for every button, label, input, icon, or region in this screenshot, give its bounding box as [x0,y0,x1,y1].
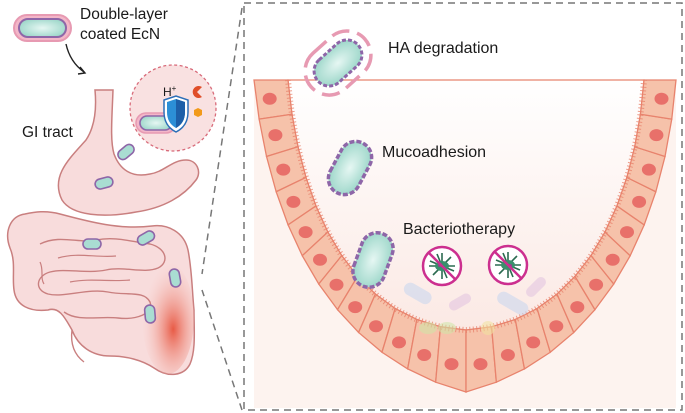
cell-nucleus [417,349,432,361]
proton-label: H+ [163,84,176,99]
cell-nucleus [329,278,344,291]
cell-nucleus [605,253,620,266]
zoom-line-bottom [201,289,243,411]
pacman-icon [192,86,202,98]
cell-nucleus [369,320,383,333]
cell-nucleus [268,129,283,142]
cell-nucleus [500,349,515,361]
cell-nucleus [649,129,664,142]
zoom-line-top [201,7,243,275]
bacteriotherapy-bacterium [351,230,395,290]
commensal-microbes [403,277,546,335]
shield-icon [163,95,189,133]
cell-nucleus [632,195,647,208]
cell-nucleus [348,301,363,314]
cell-nucleus [286,195,301,208]
cell-nucleus [392,336,406,349]
cell-nucleus [589,278,604,291]
hexagon-icon [194,108,202,117]
cell-nucleus [444,358,459,371]
cell-nucleus [654,92,669,105]
arrow-head [77,66,87,75]
tract-bacteria [82,143,182,324]
cell-nucleus [620,226,634,239]
prohibition-icon [421,245,463,287]
gi-tract-label: GI tract [22,124,73,141]
cell-nucleus [570,301,585,314]
detail-frame [243,2,683,411]
epithelium [253,79,677,408]
cell-layer [253,79,677,393]
bacteriotherapy-label: Bacteriotherapy [403,221,516,238]
cell-nucleus [549,320,564,333]
legend-line-1: Double-layer [80,6,168,23]
prohibition-icon [487,244,529,286]
cell-nucleus [526,336,541,349]
cell-nucleus [473,358,488,371]
arrow-icon [65,43,85,73]
gi-tract [6,89,200,376]
legend-label: Double-layer coated EcN [80,5,168,45]
legend-coated-bacterium [13,14,72,42]
proton-symbol: H [163,85,172,99]
cell-nucleus [298,226,313,239]
ha-degradation-bacterium [303,29,373,97]
cell-nucleus [313,253,327,266]
cell-nucleus [276,163,291,176]
cell-nucleus [641,163,656,176]
proton-charge: + [171,84,177,93]
mucoadhesion-label: Mucoadhesion [382,144,487,161]
legend-line-2: coated EcN [80,26,161,43]
microvilli [285,79,647,334]
ha-degradation-label: HA degradation [388,40,499,57]
zoom-circle [129,64,217,152]
cell-nucleus [262,92,277,105]
